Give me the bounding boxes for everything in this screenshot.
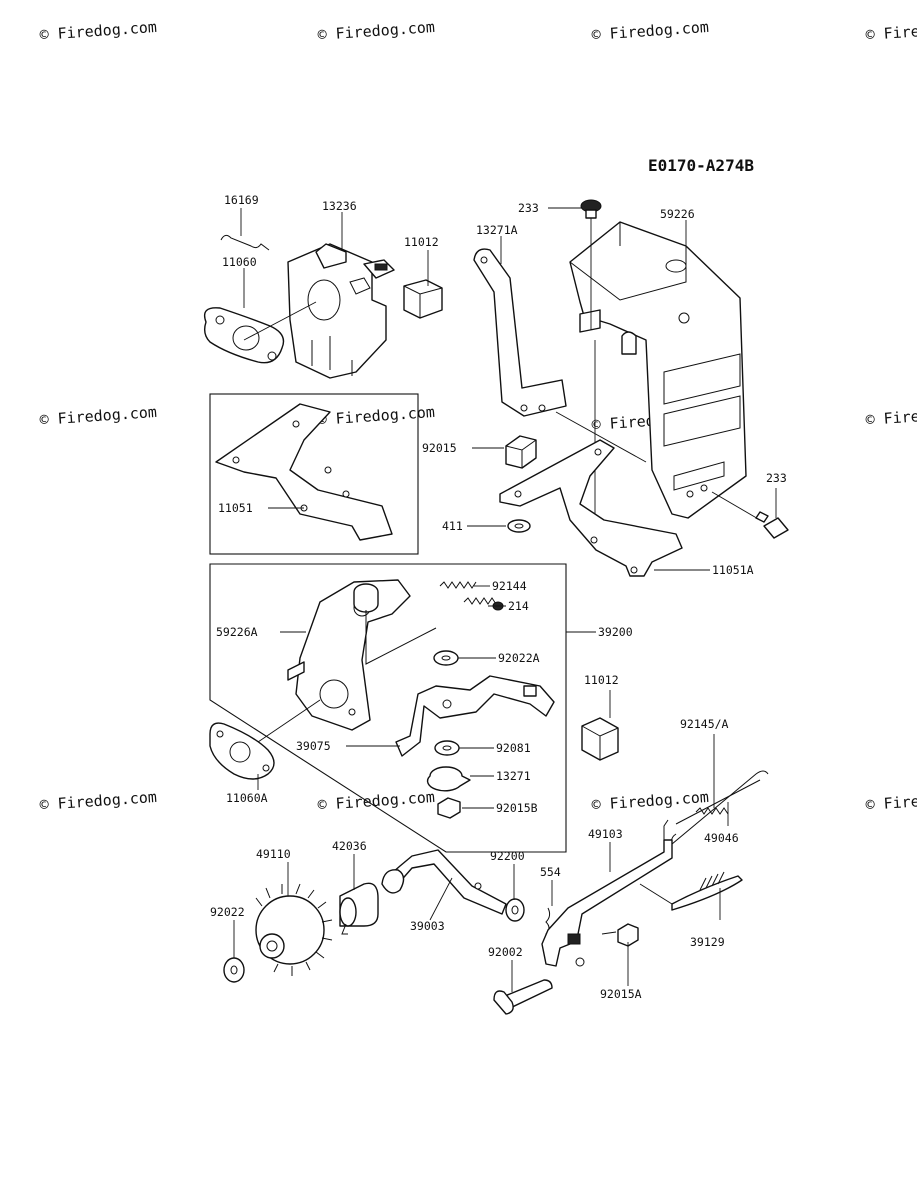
lever-39075 bbox=[395, 675, 555, 757]
callout-13271A: 13271A bbox=[476, 223, 518, 237]
callout-233-right: 233 bbox=[766, 471, 787, 485]
callout-39075: 39075 bbox=[296, 739, 331, 753]
callout-16169: 16169 bbox=[224, 193, 259, 207]
callout-11012-mid: 11012 bbox=[584, 673, 619, 687]
callout-42036: 42036 bbox=[332, 839, 367, 853]
callout-49103: 49103 bbox=[588, 827, 623, 841]
rod-49046 bbox=[671, 770, 769, 845]
watermark: © Firedog.com bbox=[591, 788, 709, 814]
cam-13271 bbox=[426, 766, 471, 792]
bolt-92002 bbox=[493, 979, 553, 1015]
callout-39003: 39003 bbox=[410, 919, 445, 933]
gasket-11060 bbox=[203, 307, 285, 364]
callout-13236: 13236 bbox=[322, 199, 357, 213]
callout-92015: 92015 bbox=[422, 441, 457, 455]
watermark: © Firedog.com bbox=[317, 18, 435, 44]
callout-92015A: 92015A bbox=[600, 987, 642, 1001]
callout-39200: 39200 bbox=[598, 625, 633, 639]
pad-11012-top bbox=[403, 279, 443, 319]
leader-lines bbox=[233, 207, 777, 992]
callout-92200: 92200 bbox=[490, 849, 525, 863]
callout-11060: 11060 bbox=[222, 255, 257, 269]
watermark-layer: © Firedog.com © Firedog.com © Firedog.co… bbox=[39, 18, 917, 814]
cover-59226 bbox=[569, 221, 747, 519]
gear-49110 bbox=[255, 883, 333, 976]
callout-214: 214 bbox=[508, 599, 529, 613]
nut-92015B bbox=[437, 797, 461, 819]
callout-11051A: 11051A bbox=[712, 563, 754, 577]
callout-92015B: 92015B bbox=[496, 801, 538, 815]
callout-labels: 16169 13236 11012 11060 13271A 233 59226… bbox=[210, 193, 787, 1001]
callout-11060A: 11060A bbox=[226, 791, 268, 805]
screw-214 bbox=[463, 597, 502, 605]
bolt-233-right bbox=[755, 511, 789, 539]
callout-554: 554 bbox=[540, 865, 561, 879]
callout-92081: 92081 bbox=[496, 741, 531, 755]
callout-11012-top: 11012 bbox=[404, 235, 439, 249]
watermark: © Firedog.com bbox=[865, 403, 917, 429]
callout-11051: 11051 bbox=[218, 501, 253, 515]
nut-92015A bbox=[617, 923, 639, 947]
callout-92022A: 92022A bbox=[498, 651, 540, 665]
lever-49103 bbox=[541, 819, 673, 967]
callout-92002: 92002 bbox=[488, 945, 523, 959]
bracket-11051A bbox=[499, 439, 683, 577]
bracket-13271A bbox=[473, 248, 567, 417]
callout-411: 411 bbox=[442, 519, 463, 533]
callout-39129: 39129 bbox=[690, 935, 725, 949]
watermark: © Firedog.com bbox=[865, 18, 917, 44]
callout-49046: 49046 bbox=[704, 831, 739, 845]
callout-49110: 49110 bbox=[256, 847, 291, 861]
callout-13271: 13271 bbox=[496, 769, 531, 783]
watermark: © Firedog.com bbox=[39, 788, 157, 814]
diagram-code: E0170-A274B bbox=[648, 156, 754, 175]
spring-39129 bbox=[671, 875, 743, 911]
spring-92144 bbox=[439, 581, 477, 589]
inset-box-11051 bbox=[209, 393, 419, 555]
bracket-13236 bbox=[220, 234, 395, 379]
nut-92015 bbox=[505, 435, 537, 469]
callout-59226: 59226 bbox=[660, 207, 695, 221]
callout-92144: 92144 bbox=[492, 579, 527, 593]
watermark: © Firedog.com bbox=[317, 788, 435, 814]
plate-59226A bbox=[287, 579, 411, 731]
callout-233-top: 233 bbox=[518, 201, 539, 215]
bolt-233-top bbox=[580, 199, 602, 219]
shaft-39003 bbox=[381, 849, 507, 915]
sleeve-42036 bbox=[339, 882, 379, 935]
callout-59226A: 59226A bbox=[216, 625, 258, 639]
watermark: © Firedog.com bbox=[865, 788, 917, 814]
watermark: © Firedog.com bbox=[39, 403, 157, 429]
watermark: © Firedog.com bbox=[591, 18, 709, 44]
callout-92022: 92022 bbox=[210, 905, 245, 919]
inset-box-39200 bbox=[209, 563, 567, 853]
watermark: © Firedog.com bbox=[39, 18, 157, 44]
callout-92145A: 92145/A bbox=[680, 717, 729, 731]
gasket-11060A bbox=[209, 722, 275, 780]
